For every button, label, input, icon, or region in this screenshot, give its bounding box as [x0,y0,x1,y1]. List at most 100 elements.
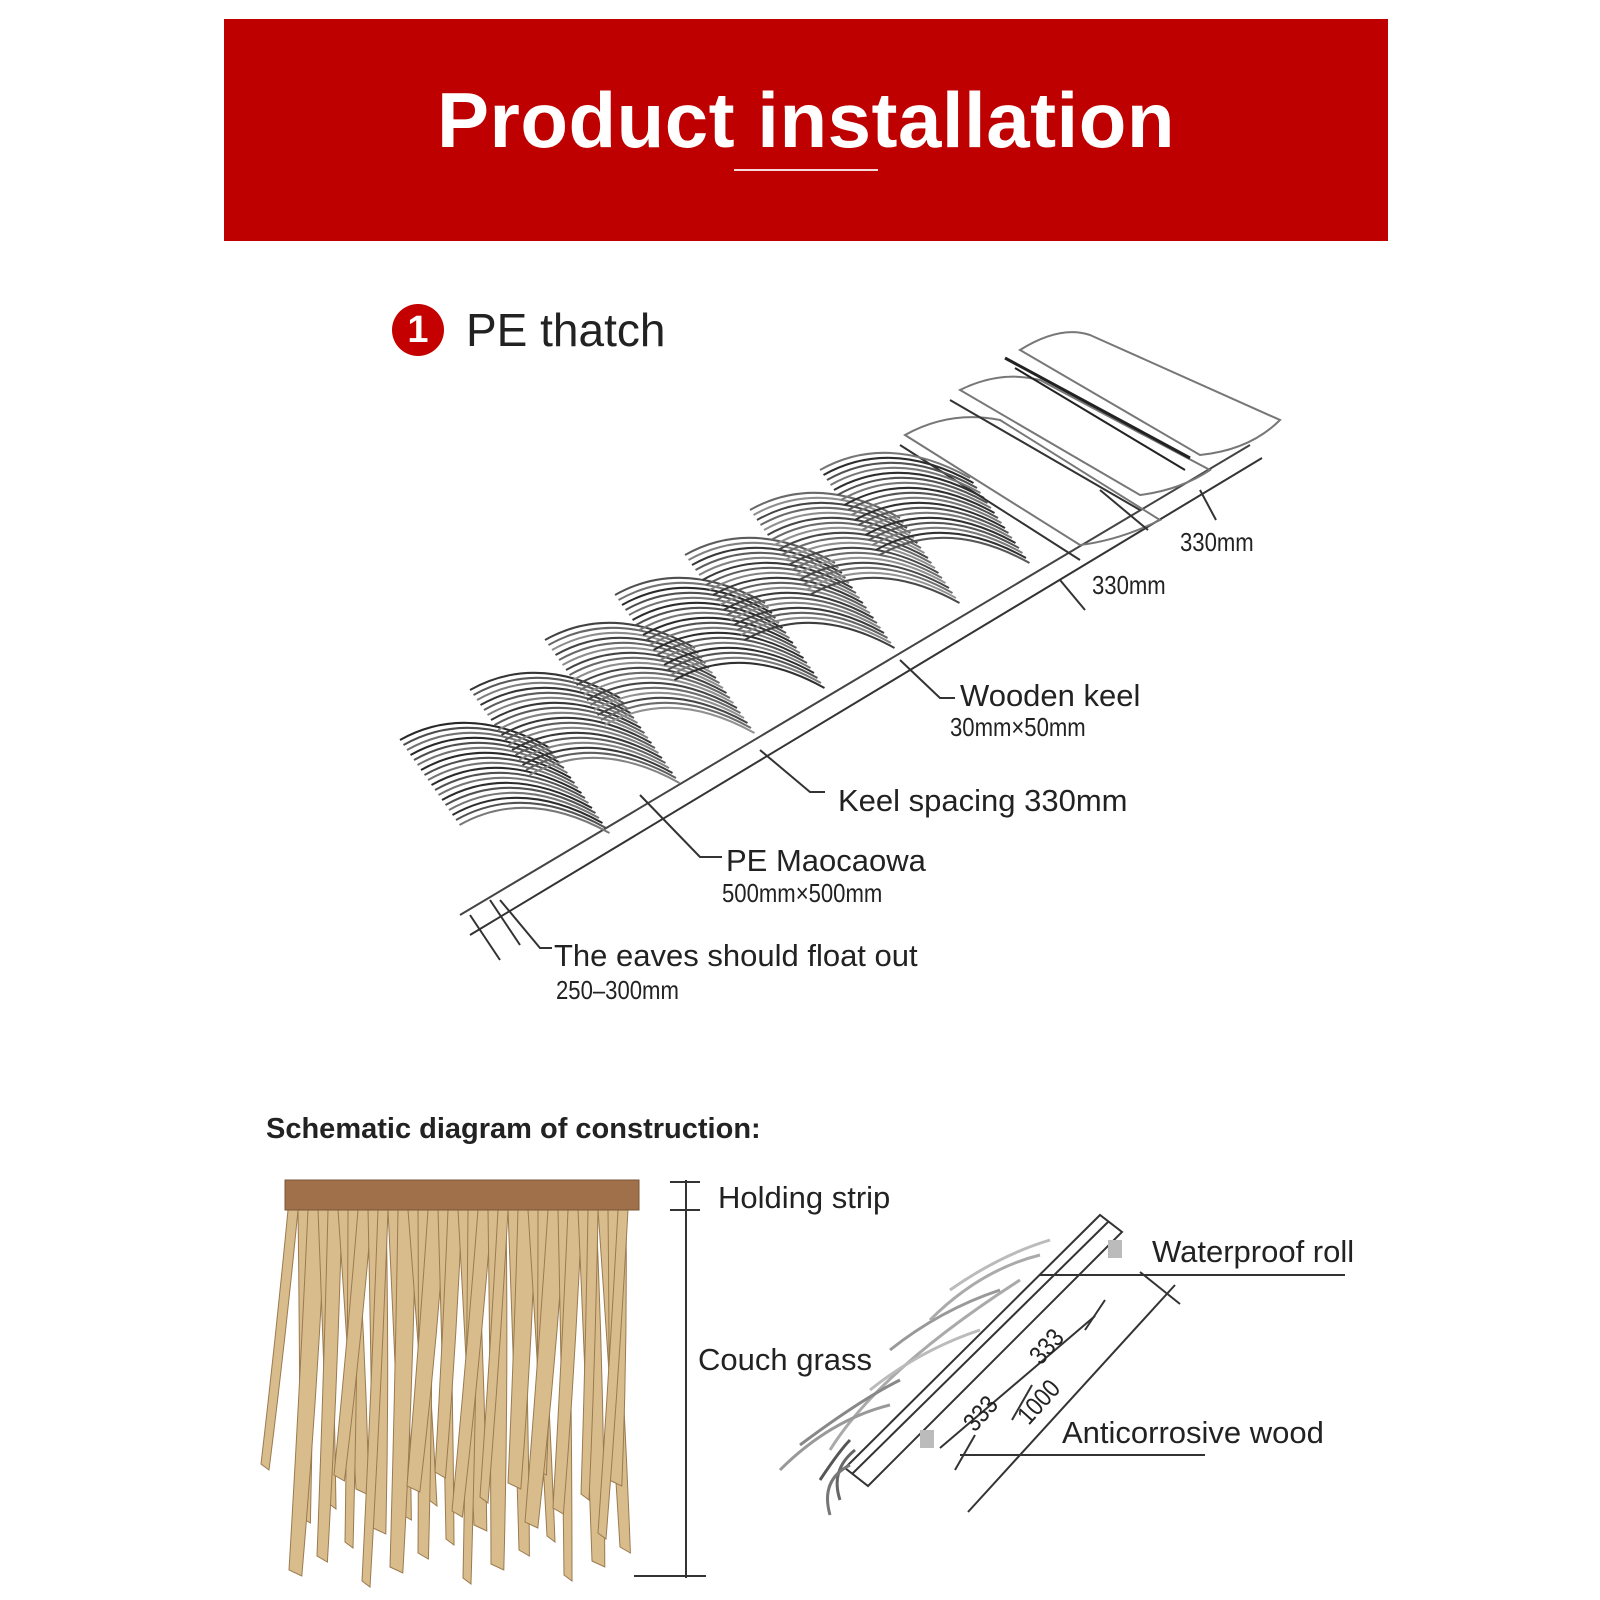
thatch-strand [555,636,706,664]
keel-line-back [459,444,1251,916]
thatch-strand [483,691,635,719]
thatch-strand [487,696,638,724]
thatch-strand [455,801,607,829]
thatch-strand [558,641,710,669]
leader-wooden-keel [899,659,955,699]
thatch-strand [576,666,727,694]
thatch-strand [399,721,551,749]
thatch-strand [548,626,699,654]
thatch-strand [490,701,642,729]
thatch-strand [851,496,1002,524]
thatch-strand [518,741,670,769]
thatch-strand [572,661,724,689]
thatch-strand [730,601,881,629]
thatch-strand [663,646,815,674]
thatch-strand [809,576,960,604]
sloped-board-inner [851,1221,1109,1475]
thatch-strand [837,476,988,504]
thatch-strand [865,516,1016,544]
frame-panel-3 [1018,331,1282,457]
thatch-strand [670,656,822,684]
thatch-strand [795,556,946,584]
thatch-strand [784,541,936,569]
thatch-strand [858,506,1009,534]
page-title: Product installation [436,76,1176,164]
label-pe-maocaowa-size: 500mm×500mm [722,878,883,908]
thatch-strand [403,726,554,754]
eaves-tick-1 [469,914,501,961]
grass-blade [260,1209,299,1471]
leader-pe-maocaowa [639,794,722,858]
anticorrosive-wood-mark [920,1430,934,1448]
label-keel-spacing: Keel spacing 330mm [838,783,1128,818]
thatch-strand [459,806,610,834]
thatch-strand [597,696,748,724]
grass-blade [434,1209,463,1479]
thatch-strand [583,676,734,704]
couch-grass-skirt [260,1209,631,1588]
construction-section-title: Schematic diagram of construction: [266,1113,761,1145]
thatch-strand [438,776,589,804]
label-wooden-keel-size: 30mm×50mm [950,712,1086,742]
thatch-strand [501,716,652,744]
frame-panel-2 [957,375,1212,497]
keel-bar-1 [1004,356,1191,460]
label-anticorrosive-wood: Anticorrosive wood [1062,1415,1324,1450]
thatch-strand [420,751,572,779]
grass-blade [361,1209,389,1588]
label-waterproof-roll: Waterproof roll [1152,1234,1355,1269]
grass-blade [451,1209,493,1518]
eaves-tick-2 [489,899,521,946]
thatch-strand [649,626,801,654]
thatch-strand [544,621,696,649]
thatch-strand [875,531,1027,559]
thatch-strand [579,671,731,699]
label-wooden-keel: Wooden keel [960,678,1141,713]
thatch-strand [798,561,950,589]
thatch-strand [674,661,825,689]
thatch-strand [448,791,600,819]
thatch-strand [868,521,1020,549]
leader-keel-spacing [759,749,825,793]
grass-blade [333,1209,373,1482]
thatch-strand [823,456,974,484]
step-number-badge: 1 [392,304,444,356]
thatch-strand [480,686,631,714]
thatch-strand [424,756,575,784]
thatch-strand [744,621,895,649]
thatch-strand [604,706,755,734]
thatch-strand [830,466,981,494]
thatch-strand [476,681,628,709]
title-banner: Product installation [224,19,1388,241]
label-eaves-size: 250–300mm [556,975,679,1005]
thatch-strand [646,621,797,649]
thatch-strand [565,651,717,679]
thatch-strand [410,736,561,764]
dim-330-upper: 330mm [1180,527,1254,557]
thatch-strand [452,796,603,824]
thatch-strand [840,481,992,509]
thatch-strand [406,731,558,759]
thatch-strand [417,746,568,774]
thatch-strand [525,751,677,779]
thatch-strand [522,746,673,774]
thatch-strand [805,571,957,599]
thatch-strand [445,786,596,814]
thatch-strand [879,536,1030,564]
thatch-strand [562,646,713,674]
thatch-strand [504,721,656,749]
keel-bar-3 [949,399,1141,511]
grass-blade [580,1209,599,1501]
leader-eaves [499,899,552,949]
frame-panel-1 [903,416,1163,547]
thatch-strand [861,511,1013,539]
thatch-strand [515,736,666,764]
thatch-strand [431,766,582,794]
title-underline [734,169,878,171]
thatch-strand [642,616,794,644]
thatch-strand [653,631,804,659]
keel-bar-2 [1014,367,1186,471]
thatch-strand [872,526,1023,554]
dim-tick-333-a [954,1434,976,1471]
